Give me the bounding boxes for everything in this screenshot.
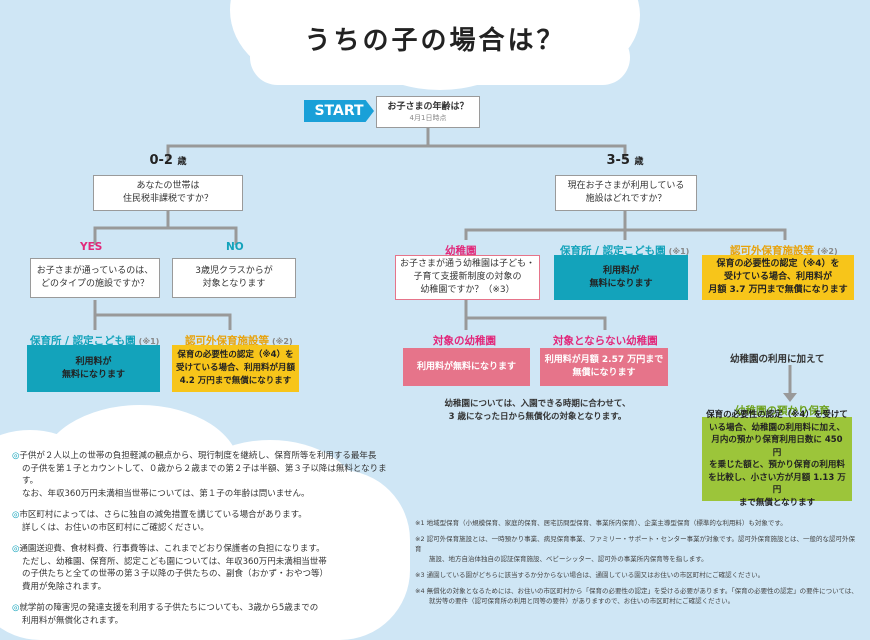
note-item: ◎通園送迎費、食材料費、行事費等は、これまでどおり保護者の負担になります。 ただ… [12, 544, 329, 592]
cloud [0, 470, 410, 640]
age-right-heading: 3-5 歳 [606, 153, 644, 168]
ninka-right-label: 認可外保育施設等(※2) [730, 245, 838, 257]
note-item: ◎子供が２人以上の世帯の負担軽減の観点から、現行制度を継続し、保育所等を利用する… [12, 451, 387, 499]
hoiku-left-label: 保育所 / 認定こども園(※1) [30, 335, 160, 347]
kinder-label: 幼稚園 [445, 245, 477, 257]
note-item: ◎市区町村によっては、さらに独自の減免措置を講じている場合があります。 詳しくは… [12, 510, 307, 533]
facility-question-box: 現在お子さまが利用している施設はどれですか？ [555, 175, 697, 211]
kinder-use-heading: 幼稚園の利用に加えて [730, 354, 825, 365]
hoiku-right-result: 利用料が無料になります [554, 255, 688, 300]
cloud [250, 30, 630, 85]
nontarget-kinder-label: 対象とならない幼稚園 [553, 335, 658, 347]
footnote: ※1 地域型保育（小規模保育、家庭的保育、居宅訪問型保育、事業所内保育）、企業主… [415, 519, 787, 527]
age-question: お子さまの年齢は？ [387, 102, 469, 112]
kinder-question-box: お子さまが通う幼稚園は子ども・子育て支援新制度の対象の幼稚園ですか？（※3） [395, 255, 540, 300]
footnotes: ※1 地域型保育（小規模保育、家庭的保育、居宅訪問型保育、事業所内保育）、企業主… [415, 518, 860, 606]
footnote: ※4 無償化の対象となるためには、お住いの市区町村から「保育の必要性の認定」を受… [415, 587, 858, 605]
flow-connectors [93, 128, 797, 402]
target-kinder-label: 対象の幼稚園 [433, 335, 496, 347]
tax-question-box: あなたの世帯は住民税非課税ですか？ [93, 175, 243, 211]
azukari-label: 幼稚園の預かり保育 [735, 405, 830, 417]
start-badge: START [304, 100, 374, 122]
footnote: ※2 認可外保育施設とは、一時預かり事業、病児保育事業、ファミリー・サポート・セ… [415, 535, 856, 563]
left-notes: ◎子供が２人以上の世帯の負担軽減の観点から、現行制度を継続し、保育所等を利用する… [12, 450, 392, 627]
target-kinder-result: 利用料が無料になります [403, 348, 530, 386]
footnote: ※3 通園している園がどちらに該当するか分からない場合は、通園している園又はお住… [415, 571, 765, 579]
start-label: START [314, 103, 364, 119]
age-question-note: 4月1日時点 [409, 114, 447, 122]
kinder-note: 幼稚園については、入園できる時期に合わせて、3 歳になった日から無償化の対象とな… [444, 399, 631, 422]
type-question-box: お子さまが通っているのは、どのタイプの施設ですか？ [30, 258, 160, 298]
age-left-heading: 0-2 歳 [149, 153, 187, 168]
no-result-box: 3歳児クラスからが対象となります [172, 258, 296, 298]
page-title: うちの子の場合は？ [304, 26, 566, 56]
ninka-right-result: 保育の必要性の認定（※4）を受けている場合、利用料が月額 3.7 万円まで無償に… [702, 255, 854, 300]
hoiku-right-label: 保育所 / 認定こども園(※1) [560, 245, 690, 257]
ninka-left-label: 認可外保育施設等(※2) [185, 335, 293, 347]
yes-label: YES [80, 241, 103, 253]
azukari-result: 保育の必要性の認定（※4）を受けている場合、幼稚園の利用料に加え、月内の預かり保… [702, 410, 852, 508]
nontarget-kinder-result: 利用料が月額 2.57 万円まで無償になります [540, 348, 668, 386]
hoiku-left-result: 利用料が無料になります [27, 345, 160, 392]
no-label: NO [226, 241, 244, 253]
age-question-box: お子さまの年齢は？ 4月1日時点 [376, 96, 480, 128]
